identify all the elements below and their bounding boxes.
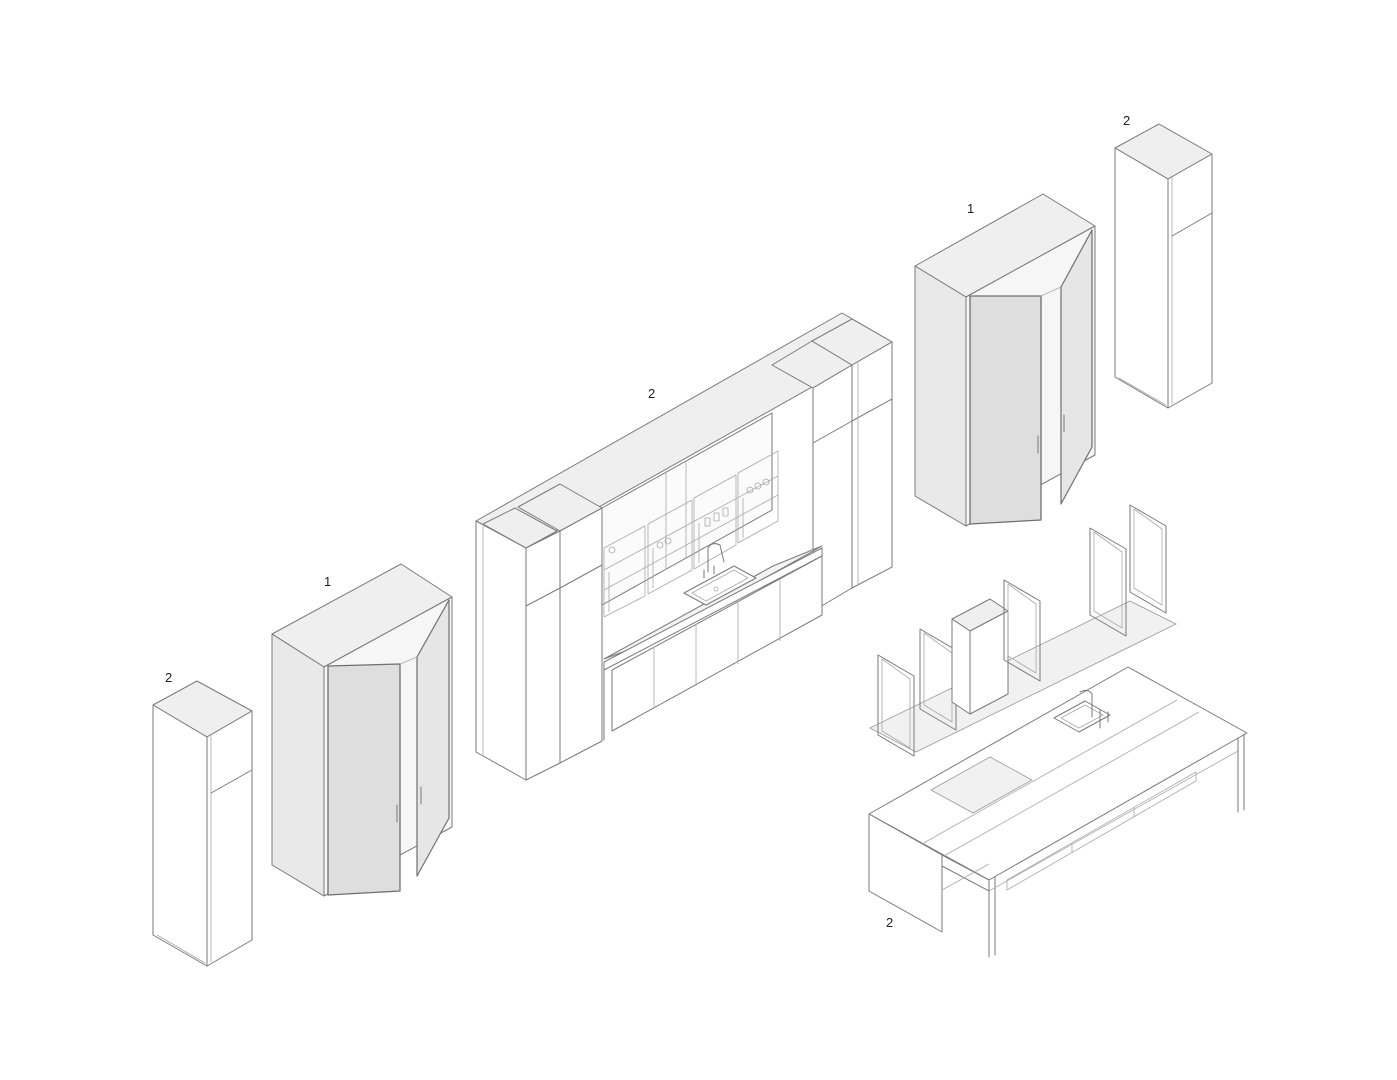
label-left-tall-cabinet: 2 <box>165 670 172 685</box>
main-kitchen-wall <box>475 312 893 781</box>
right-glass-wardrobe <box>914 193 1096 527</box>
left-tall-cabinet <box>152 680 253 967</box>
shelving-frames <box>869 504 1177 757</box>
kitchen-island <box>868 666 1248 958</box>
label-left-glass-wardrobe: 1 <box>324 574 331 589</box>
label-right-glass-wardrobe: 1 <box>967 201 974 216</box>
left-glass-wardrobe <box>271 563 453 897</box>
label-kitchen-island: 2 <box>886 915 893 930</box>
label-main-kitchen-wall: 2 <box>648 386 655 401</box>
label-right-tall-cabinet: 2 <box>1123 113 1130 128</box>
right-tall-cabinet <box>1114 123 1213 409</box>
